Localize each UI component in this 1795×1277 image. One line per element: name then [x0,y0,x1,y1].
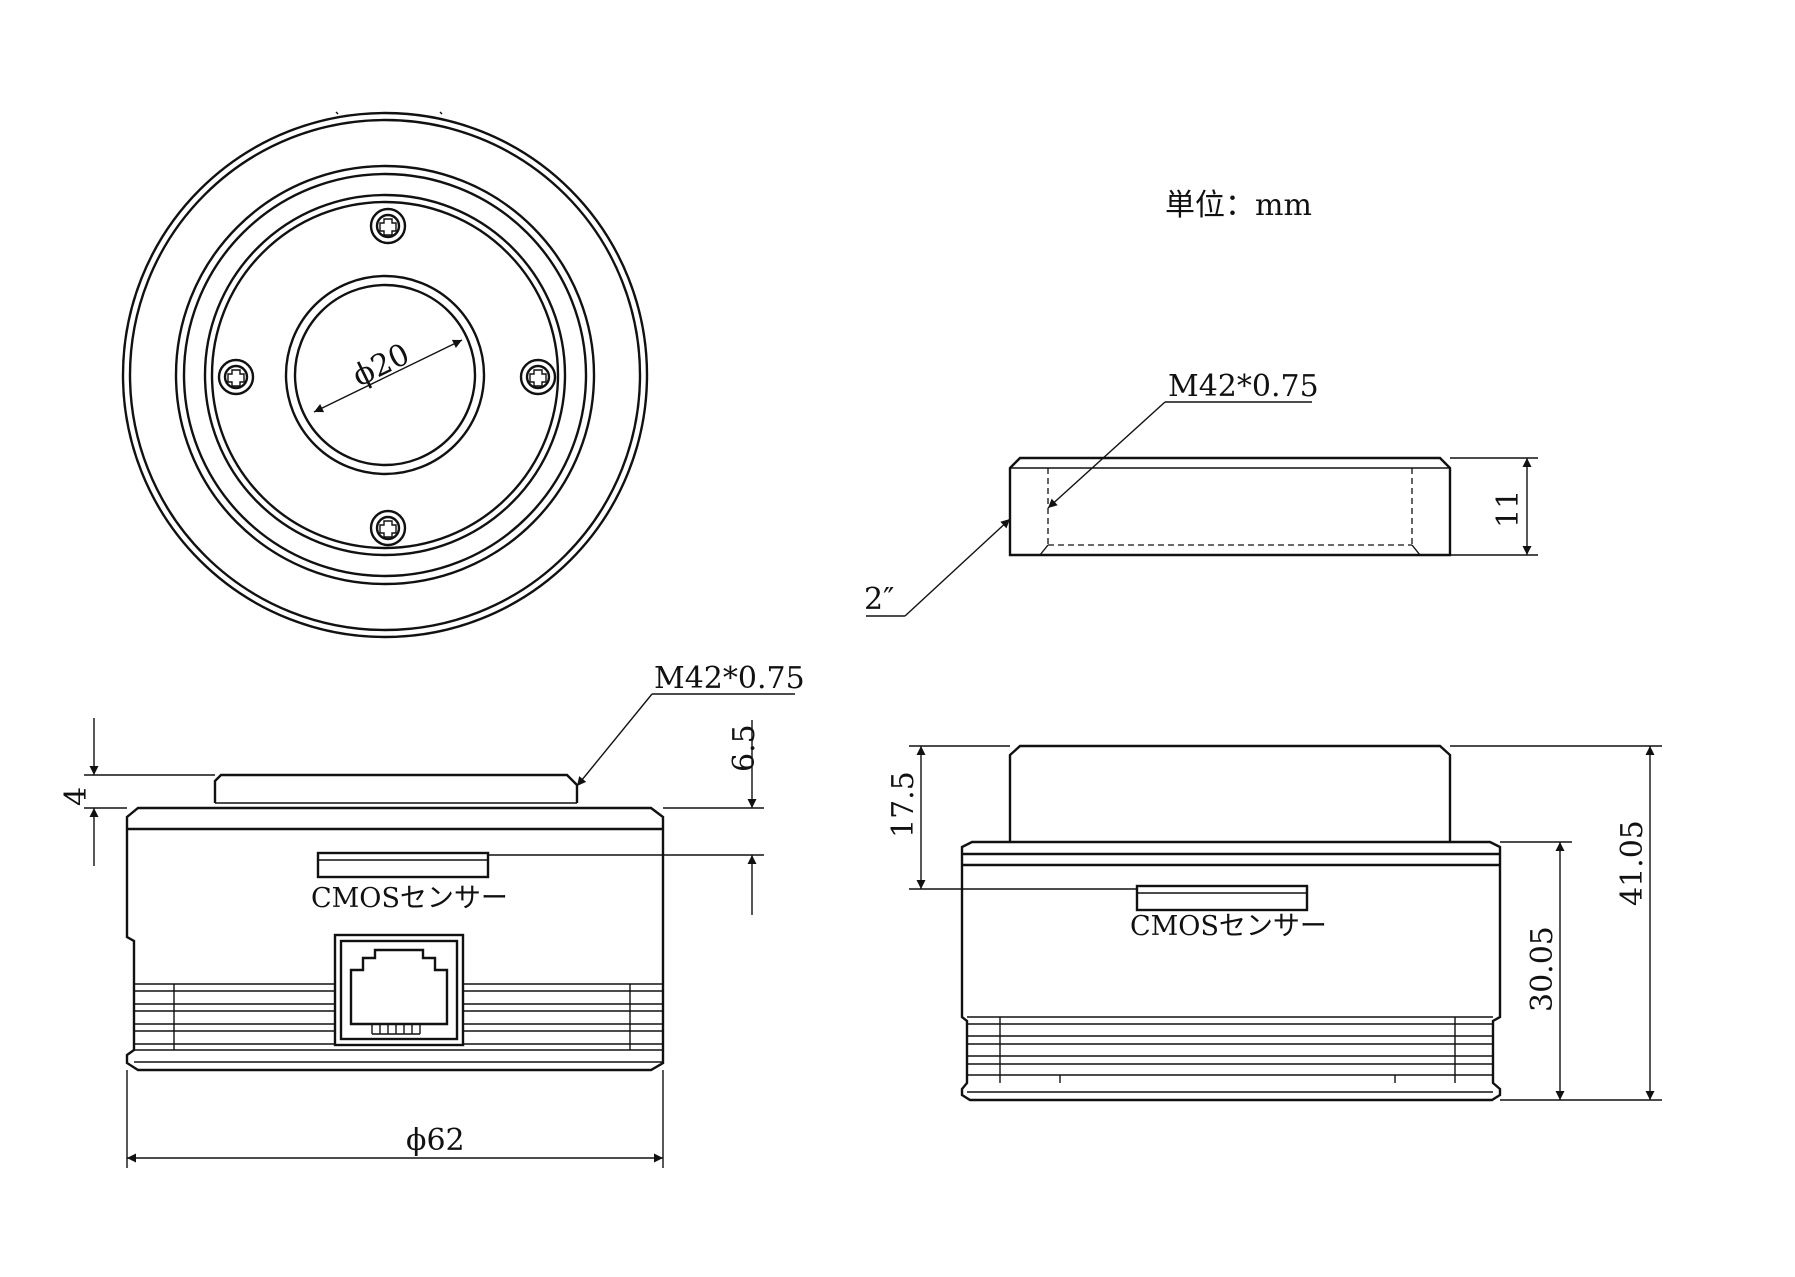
front-width-label: ϕ62 [406,1123,465,1158]
front-sensor-dim-label: 6.5 [727,724,762,772]
side-ventilation-fins [967,1017,1493,1083]
adapter-thread-label: M42*0.75 [1168,369,1319,404]
screw-right [519,358,557,396]
front-top-dim-label: 4 [59,787,94,806]
rj45-port-icon [333,933,465,1047]
side-view: CMOSセンサー 17.5 30.05 41.05 [886,744,1662,1102]
adapter-height-label: 11 [1491,490,1526,528]
side-sensor-dim-label: 17.5 [886,771,921,838]
screw-top [369,207,407,245]
front-sensor-label: CMOSセンサー [311,883,508,914]
adapter-size-label: 2″ [864,582,894,617]
side-sensor-label: CMOSセンサー [1130,911,1327,942]
front-thread-label: M42*0.75 [654,661,805,696]
diameter-dimension-line [313,339,463,413]
diameter-label: ϕ20 [347,337,415,394]
adapter-size-leader [904,518,1011,617]
unit-label: 単位：mm [1165,188,1312,223]
side-body-height-label: 30.05 [1525,926,1560,1012]
side-sensor-window [1135,884,1309,912]
front-view: CMOSセンサー [59,661,805,1168]
adapter-view: M42*0.75 2″ 11 [864,369,1538,617]
top-view: ϕ20 [121,111,649,639]
screw-left [217,358,255,396]
screw-bottom [369,509,407,547]
side-total-height-label: 41.05 [1615,820,1650,906]
front-thread-leader [576,693,653,787]
front-sensor-window [316,851,490,879]
adapter-thread-leader [1047,401,1166,509]
